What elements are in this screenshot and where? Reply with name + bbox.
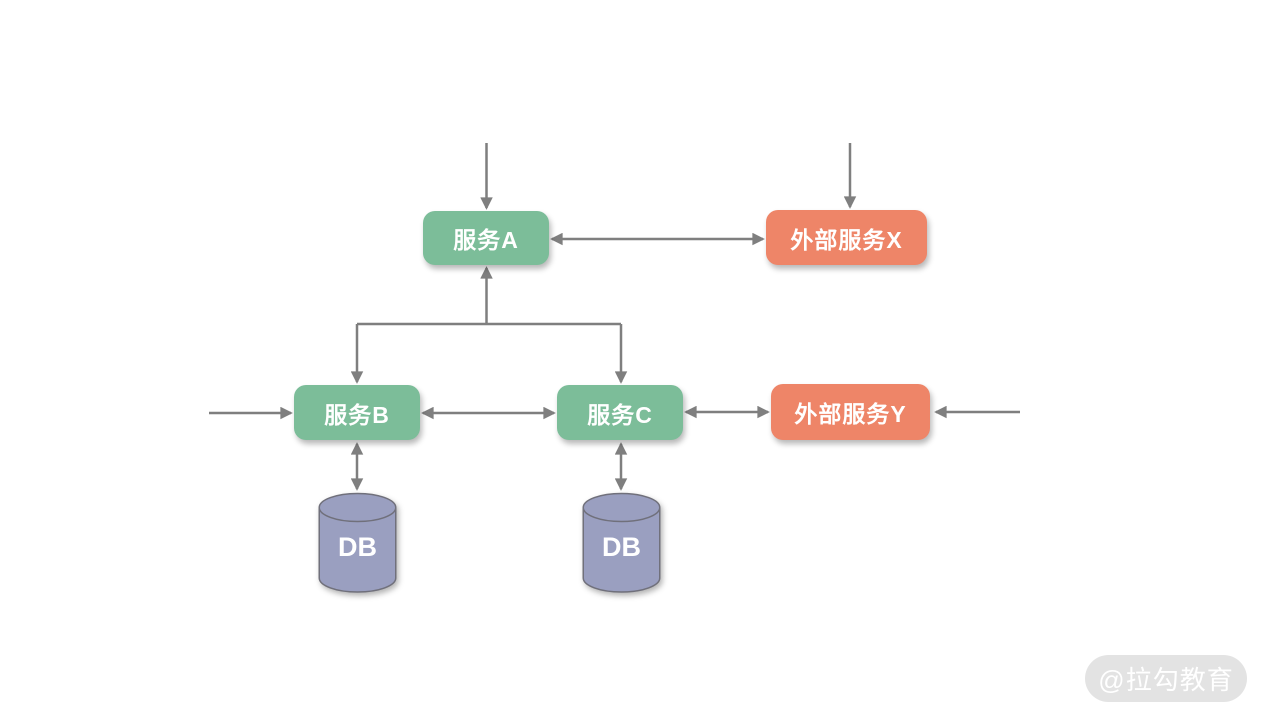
node-db-b-label: DB: [338, 532, 377, 562]
node-service-b-label: 服务B: [324, 401, 390, 428]
node-external-service-y-label: 外部服务Y: [794, 401, 907, 427]
node-service-a-label: 服务A: [453, 227, 519, 253]
node-service-c-label: 服务C: [587, 401, 653, 428]
db-cylinder-icon: [318, 492, 397, 593]
node-service-c: 服务C: [557, 385, 683, 440]
node-external-service-x: 外部服务X: [766, 210, 927, 265]
node-external-service-y: 外部服务Y: [771, 384, 930, 440]
node-service-b: 服务B: [294, 385, 420, 440]
node-db-c: DB: [582, 492, 661, 593]
node-external-service-x-label: 外部服务X: [790, 226, 903, 253]
db-cylinder-icon: [582, 492, 661, 593]
watermark-badge: @拉勾教育: [1085, 655, 1247, 702]
watermark-label: @拉勾教育: [1098, 665, 1234, 695]
node-db-c-label: DB: [602, 532, 641, 562]
node-db-b: DB: [318, 492, 397, 593]
node-service-a: 服务A: [423, 211, 549, 265]
